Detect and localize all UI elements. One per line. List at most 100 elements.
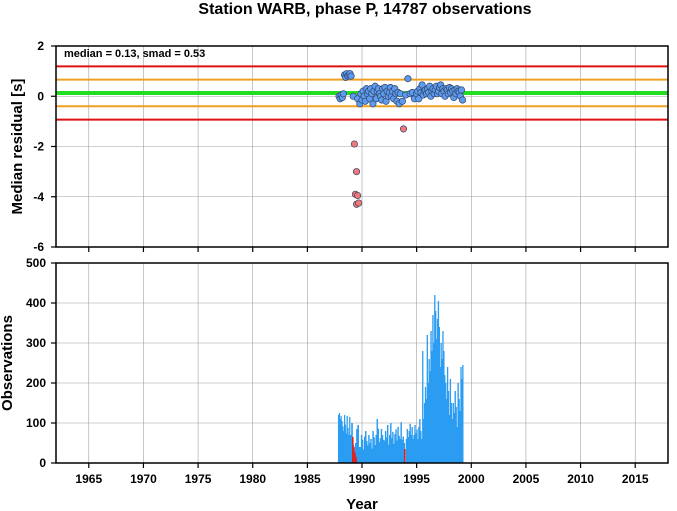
observations-y-tick-label: 400 <box>26 296 46 310</box>
observation-bar <box>357 425 359 463</box>
residual-panel: -6-4-202 median = 0.13, smad = 0.53 Medi… <box>9 39 669 254</box>
observation-bar <box>417 439 419 463</box>
observation-bar <box>419 419 421 463</box>
outlier-observation-bar <box>353 447 355 463</box>
residual-y-tick-label: -2 <box>33 140 44 154</box>
observation-bar <box>389 435 391 463</box>
observation-bar <box>382 439 385 463</box>
observation-bar <box>372 431 374 463</box>
observation-bar <box>450 403 453 463</box>
observations-y-tick-label: 100 <box>26 416 46 430</box>
observation-bar <box>391 438 393 463</box>
residual-y-ticks: -6-4-202 <box>33 39 636 254</box>
outlier-observation-bar <box>403 449 406 463</box>
observation-bar <box>343 431 345 463</box>
observation-bar <box>423 419 425 463</box>
observations-bars <box>337 295 464 463</box>
observation-bar <box>379 438 382 463</box>
observation-bar <box>424 387 427 463</box>
observation-bar <box>436 319 439 463</box>
observation-bar <box>435 311 437 463</box>
residual-point <box>398 97 406 105</box>
observation-bar <box>421 439 423 463</box>
outlier-observation-bar <box>352 437 354 463</box>
observation-bar <box>366 441 368 463</box>
observation-bar <box>413 435 415 463</box>
observation-bar <box>368 435 370 463</box>
residual-point <box>354 191 362 200</box>
observation-bar <box>429 371 431 463</box>
observation-bar <box>398 435 400 463</box>
observation-bar <box>433 343 435 463</box>
observation-bar <box>362 449 365 463</box>
observation-bar <box>405 439 408 463</box>
observation-bar <box>400 422 402 463</box>
residual-point <box>457 86 466 94</box>
observation-bar <box>345 433 347 463</box>
observation-bar <box>454 391 456 463</box>
observation-bar <box>358 447 361 463</box>
observation-bar <box>367 445 369 463</box>
observation-bar <box>443 351 445 463</box>
residual-point <box>404 75 412 83</box>
observation-bar <box>383 440 386 463</box>
observation-bar <box>337 415 340 463</box>
observation-bar <box>406 429 409 463</box>
observation-bar <box>393 443 395 463</box>
observation-bar <box>369 443 371 463</box>
observation-bar <box>439 367 441 463</box>
observation-bar <box>346 415 348 463</box>
observation-bar <box>451 419 453 463</box>
observation-bar <box>411 427 413 463</box>
observation-bar <box>416 429 418 463</box>
outlier-observation-bar <box>355 457 357 463</box>
observation-bar <box>442 331 444 463</box>
observation-bar <box>407 437 409 463</box>
observation-bar <box>347 427 349 463</box>
residual-point <box>458 96 467 104</box>
year-x-tick-label: 1985 <box>294 472 321 486</box>
observation-bar <box>394 434 396 463</box>
year-x-tick-label: 2005 <box>513 472 540 486</box>
residual-y-axis-label: Median residual [s] <box>9 79 26 215</box>
observation-bar <box>378 442 381 463</box>
observation-bar <box>340 415 342 463</box>
observation-bar <box>395 429 397 463</box>
observation-bar <box>397 427 399 463</box>
year-x-tick-label: 1975 <box>185 472 212 486</box>
year-x-tick-label: 1995 <box>403 472 430 486</box>
observation-bar <box>375 435 377 463</box>
observation-bar <box>361 439 364 463</box>
observation-bar <box>459 411 461 463</box>
observation-bar <box>363 436 366 463</box>
observations-y-axis-label: Observations <box>0 315 16 411</box>
observation-bar <box>339 419 341 463</box>
observation-bar <box>426 335 428 463</box>
observation-bar <box>408 431 410 463</box>
observation-bar <box>373 437 375 463</box>
observation-bar <box>462 365 464 463</box>
observation-bar <box>365 431 367 463</box>
observation-bar <box>448 415 451 463</box>
residual-y-tick-label: 2 <box>37 39 44 53</box>
median-smad-annotation: median = 0.13, smad = 0.53 <box>64 48 205 60</box>
observation-bar <box>432 315 434 463</box>
residual-point <box>369 100 377 108</box>
observation-bar <box>341 421 343 463</box>
observation-bar <box>437 301 440 463</box>
observation-bar <box>359 447 362 463</box>
observation-bar <box>456 427 458 463</box>
residual-point <box>347 72 355 80</box>
year-x-axis-label: Year <box>346 496 378 511</box>
residual-point <box>339 90 347 98</box>
observations-y-tick-label: 0 <box>39 456 46 470</box>
observation-bar <box>425 399 428 463</box>
observation-bar <box>434 295 436 463</box>
year-x-tick-label: 1965 <box>75 472 102 486</box>
observation-bar <box>386 425 389 463</box>
observation-bar <box>458 399 460 463</box>
observation-bar <box>460 367 462 463</box>
